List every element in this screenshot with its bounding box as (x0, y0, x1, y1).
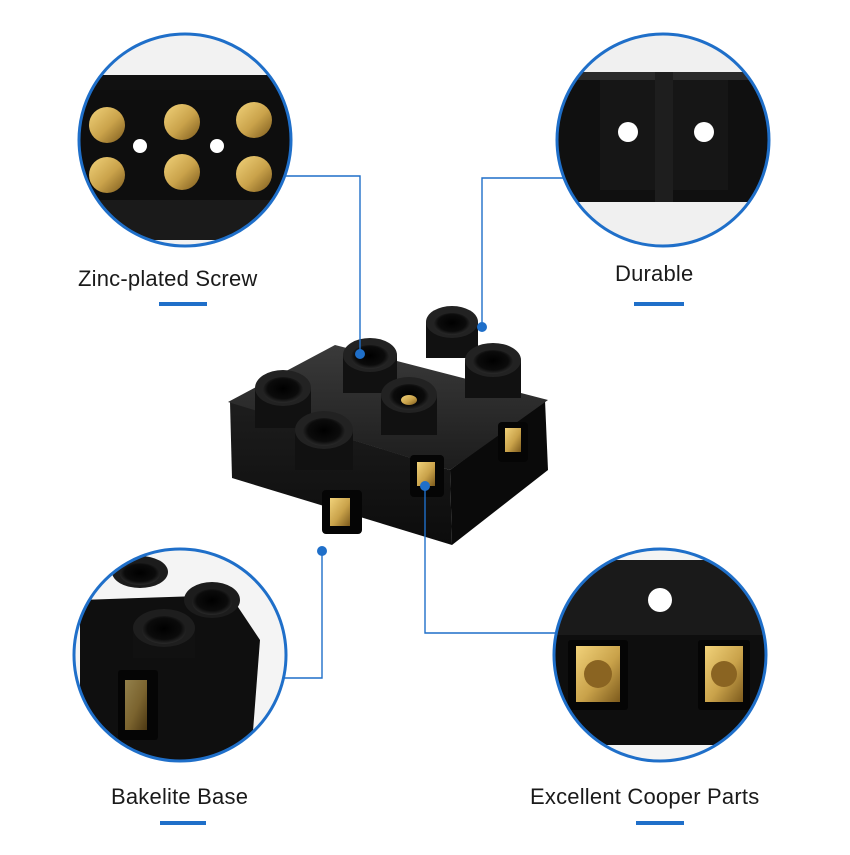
feature-label-bakelite-base: Bakelite Base (111, 784, 249, 809)
feature-label-copper-parts: Excellent Cooper Parts (530, 784, 760, 809)
detail-circle-base (72, 547, 288, 763)
feature-underline (636, 821, 684, 825)
callout-dots (317, 322, 487, 556)
detail-circle-copper (552, 547, 768, 763)
feature-underline (634, 302, 684, 306)
detail-circle-durable (555, 32, 771, 248)
terminal-block-center (228, 306, 548, 545)
screw-head (89, 102, 272, 193)
feature-label-zinc-screw: Zinc-plated Screw (78, 266, 258, 291)
feature-underline (159, 302, 207, 306)
front-slot (322, 422, 528, 534)
detail-circle-screws (77, 32, 293, 248)
feature-label-durable: Durable (615, 261, 694, 286)
feature-underline (160, 821, 206, 825)
screw-post (255, 306, 521, 470)
